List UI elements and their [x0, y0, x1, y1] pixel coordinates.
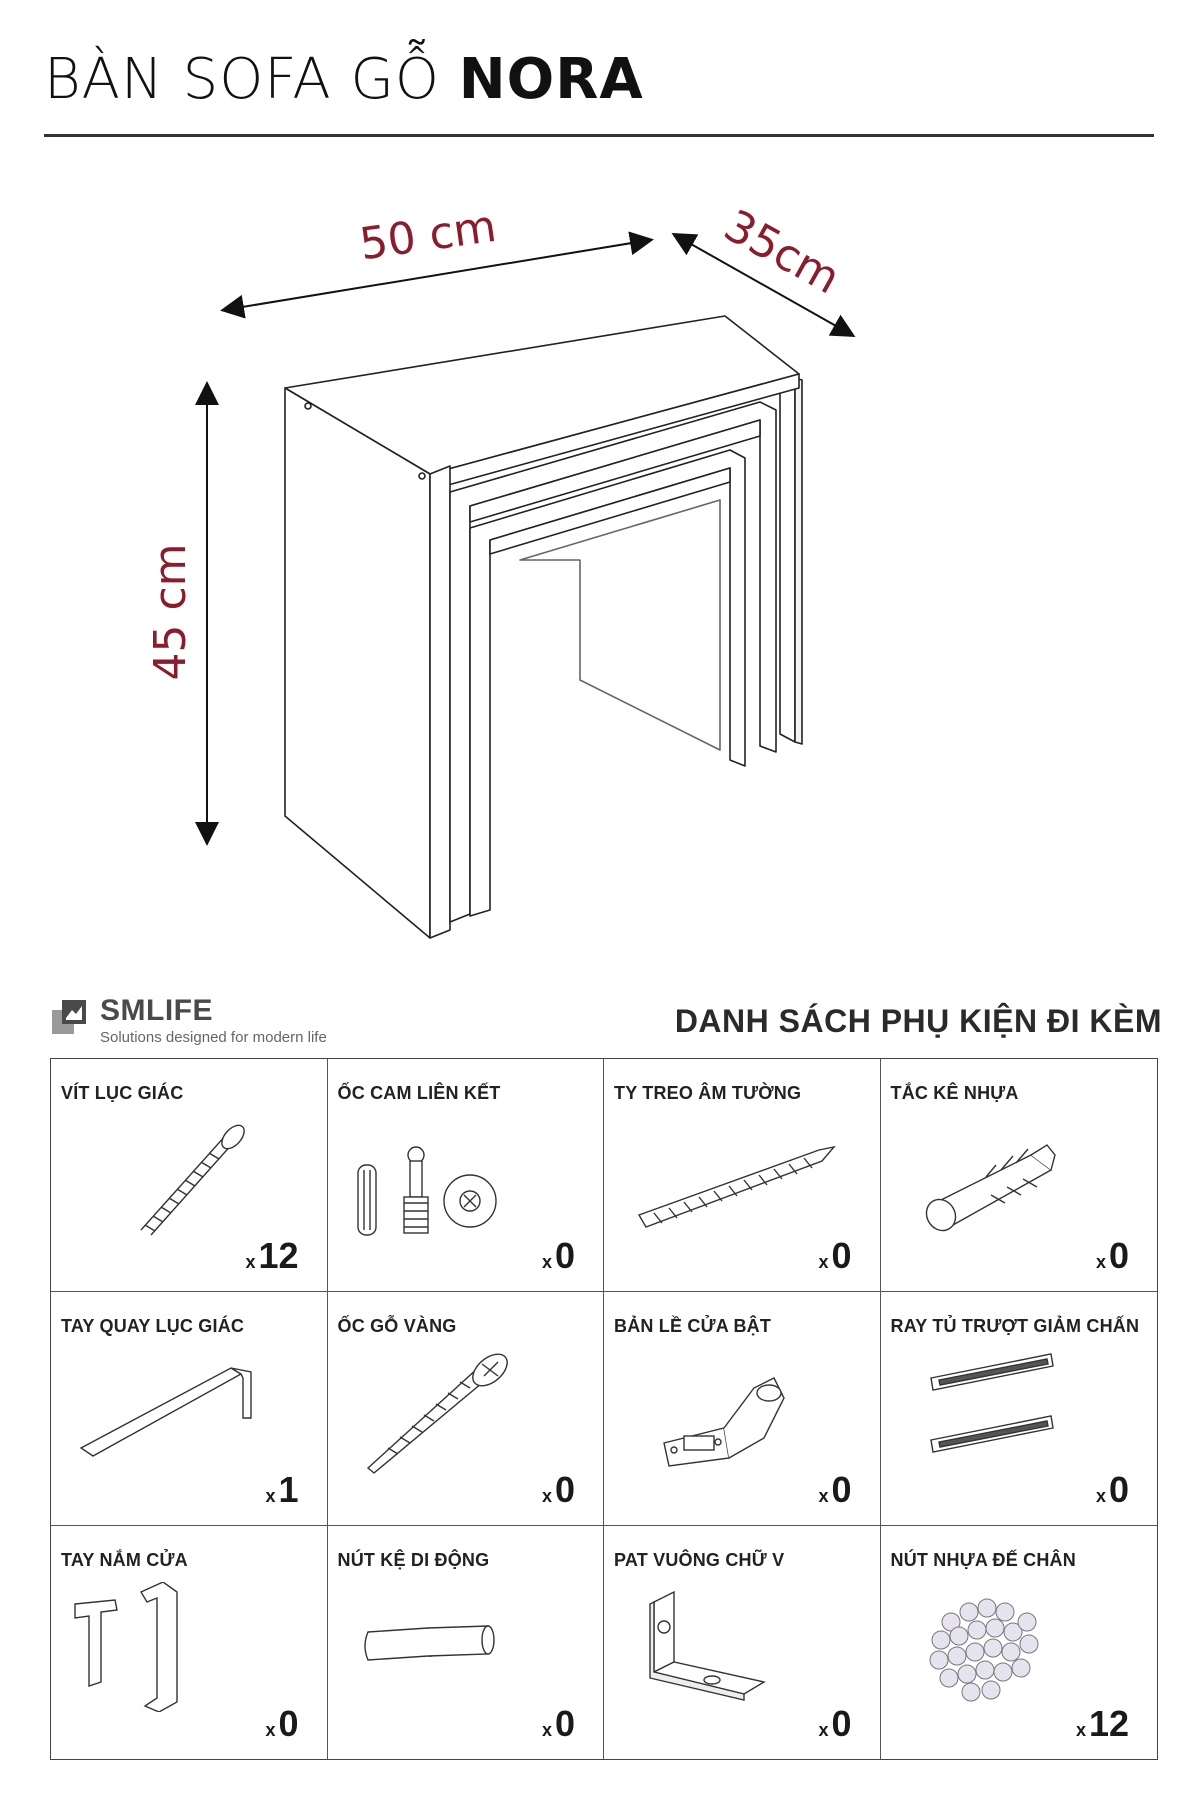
plastic-foot-pads-icon [929, 1598, 1038, 1702]
allen-key-icon [79, 1367, 252, 1458]
accessory-label: VÍT LỤC GIÁC [61, 1083, 184, 1103]
width-arrow [220, 231, 654, 319]
wall-hanger-bolt-icon [637, 1145, 836, 1228]
accessory-quantity: x0 [541, 1468, 575, 1510]
depth-arrow [671, 233, 856, 337]
shelf-pin-icon [363, 1624, 495, 1661]
accessory-quantity: x0 [1095, 1235, 1129, 1277]
cabinet-hinge-icon [663, 1377, 785, 1468]
title-bold: NORA [458, 47, 644, 112]
accessory-item: TAY NẮM CỬA x0 [51, 1525, 328, 1759]
accessory-item: BẢN LỀ CỬA BẬT x0 [604, 1292, 881, 1526]
accessory-item: NÚT NHỰA ĐẾ CHÂN x12 [881, 1526, 1158, 1759]
accessory-label: NÚT NHỰA ĐẾ CHÂN [890, 1549, 1076, 1570]
accessory-quantity: x12 [1075, 1702, 1129, 1744]
brand-logo-icon [52, 1000, 86, 1034]
nesting-tables-diagram: 50 cm 35cm 45 cm [145, 210, 856, 939]
brand-block: SMLIFE Solutions designed for modern lif… [52, 996, 327, 1046]
accessory-quantity: x0 [265, 1702, 299, 1744]
accessory-item: TAY QUAY LỤC GIÁC x1 [51, 1292, 328, 1526]
accessory-item: TẮC KÊ NHỰA x0 [880, 1059, 1157, 1293]
accessory-quantity: x0 [541, 1702, 575, 1744]
width-label: 50 cm [357, 210, 500, 270]
accessory-item: TY TREO ÂM TƯỜNG x0 [604, 1059, 881, 1293]
accessory-label: ỐC CAM LIÊN KẾT [337, 1083, 501, 1103]
accessory-list-title: DANH SÁCH PHỤ KIỆN ĐI KÈM [674, 1003, 1162, 1039]
accessory-item: RAY TỦ TRƯỢT GIẢM CHẤN x0 [880, 1292, 1157, 1526]
accessory-quantity: x0 [1095, 1468, 1129, 1510]
accessory-quantity: x0 [818, 1235, 852, 1277]
accessory-item: ỐC CAM LIÊN KẾT x0 [327, 1059, 604, 1293]
accessory-item: ỐC GỖ VÀNG x0 [327, 1292, 604, 1526]
accessory-item: VÍT LỤC GIÁC x12 [51, 1059, 328, 1293]
accessory-item: NÚT KỆ DI ĐỘNG x0 [328, 1525, 604, 1759]
accessory-quantity: x12 [245, 1235, 299, 1277]
accessory-item: PAT VUÔNG CHỮ V x0 [604, 1525, 881, 1759]
accessory-quantity: x1 [265, 1468, 299, 1510]
door-handle-icon [74, 1581, 178, 1712]
accessory-label: TAY QUAY LỤC GIÁC [61, 1316, 245, 1337]
title-divider [44, 134, 1154, 137]
angle-bracket-icon [649, 1590, 766, 1701]
depth-label: 35cm [716, 210, 848, 304]
accessory-label: BẢN LỀ CỬA BẬT [614, 1316, 772, 1337]
hex-screw-icon [140, 1124, 245, 1236]
height-label: 45 cm [145, 543, 196, 680]
accessory-label: TẮC KÊ NHỰA [890, 1083, 1019, 1103]
accessory-label: RAY TỦ TRƯỢT GIẢM CHẤN [890, 1316, 1140, 1337]
drawer-slide-icon [929, 1353, 1054, 1454]
wood-screw-icon [366, 1353, 508, 1475]
brand-name: SMLIFE [100, 994, 213, 1027]
accessory-quantity: x0 [818, 1468, 852, 1510]
accessory-grid: VÍT LỤC GIÁC x12 ỐC CAM LIÊN KẾT [50, 1058, 1158, 1760]
accessory-label: ỐC GỖ VÀNG [337, 1316, 457, 1337]
accessory-label: TY TREO ÂM TƯỜNG [614, 1083, 802, 1103]
page-title: BÀN SOFA GỖ NORA [44, 52, 644, 108]
accessory-label: PAT VUÔNG CHỮ V [614, 1549, 785, 1570]
title-light: BÀN SOFA GỖ [44, 47, 440, 112]
plastic-anchor-icon [925, 1144, 1056, 1232]
brand-tagline: Solutions designed for modern life [100, 1029, 327, 1046]
accessory-quantity: x0 [541, 1235, 575, 1277]
accessory-label: NÚT KỆ DI ĐỘNG [337, 1549, 490, 1570]
cam-lock-icon [356, 1146, 497, 1236]
accessory-label: TAY NẮM CỬA [61, 1549, 188, 1570]
accessory-quantity: x0 [818, 1702, 852, 1744]
